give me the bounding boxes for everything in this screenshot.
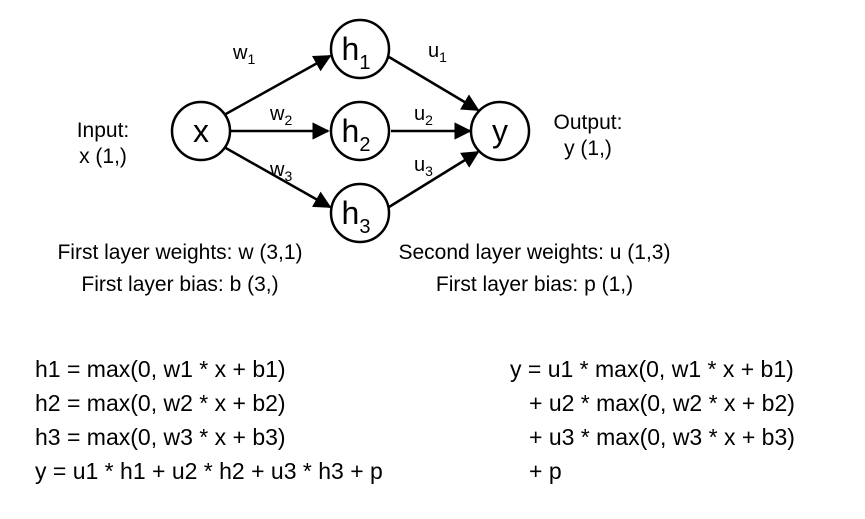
edge-h3-y (388, 150, 480, 209)
equations-left: h1 = max(0, w1 * x + b1) h2 = max(0, w2 … (35, 352, 383, 488)
equation-h3: h3 = max(0, w3 * x + b3) (35, 424, 286, 450)
node-y (469, 100, 531, 162)
equation-y-expanded-4: + p (529, 458, 562, 484)
node-h3 (329, 182, 391, 244)
node-y-label: y (492, 113, 508, 149)
first-layer-info: First layer weights: w (3,1) First layer… (30, 240, 330, 298)
edge-label-w2: w2 (269, 103, 292, 128)
first-layer-bias: First layer bias: b (3,) (81, 273, 279, 296)
edge-label-u1: u1 (428, 40, 447, 65)
edge-label-w1: w1 (232, 42, 255, 67)
second-layer-weights: Second layer weights: u (1,3) (398, 241, 671, 264)
equation-y-expanded-2: + u2 * max(0, w2 * x + b2) (529, 390, 795, 416)
equation-h2: h2 = max(0, w2 * x + b2) (35, 390, 286, 416)
edge-h1-y (388, 55, 480, 112)
output-label-block: Output: y (1,) (538, 110, 638, 162)
edge-x-h1 (223, 54, 332, 117)
node-x-label: x (193, 113, 209, 149)
output-label: Output: (553, 111, 623, 134)
input-label-block: Input: x (1,) (58, 118, 148, 170)
second-layer-info: Second layer weights: u (1,3) First laye… (372, 240, 697, 298)
equation-h1: h1 = max(0, w1 * x + b1) (35, 356, 286, 382)
node-h3-label: h3 (342, 195, 371, 238)
edge-x-h3 (223, 145, 332, 209)
equations-right: y = u1 * max(0, w1 * x + b1) + u2 * max(… (510, 352, 795, 488)
node-h1 (329, 18, 391, 80)
node-h2 (329, 100, 391, 162)
equation-y: y = u1 * h1 + u2 * h2 + u3 * h3 + p (35, 458, 383, 484)
input-label: Input: (76, 119, 130, 142)
edge-label-w3: w3 (269, 159, 292, 184)
node-h1-label: h1 (342, 31, 371, 74)
second-layer-bias: First layer bias: p (1,) (435, 273, 634, 296)
node-h2-label: h2 (342, 113, 371, 156)
equation-y-expanded-3: + u3 * max(0, w3 * x + b3) (529, 424, 795, 450)
input-shape: x (1,) (79, 145, 127, 168)
output-shape: y (1,) (564, 137, 612, 160)
first-layer-weights: First layer weights: w (3,1) (57, 241, 303, 264)
equation-y-expanded-1: y = u1 * max(0, w1 * x + b1) (510, 356, 794, 382)
node-x (170, 100, 232, 162)
edge-label-u2: u2 (414, 103, 433, 128)
edge-label-u3: u3 (414, 154, 433, 179)
